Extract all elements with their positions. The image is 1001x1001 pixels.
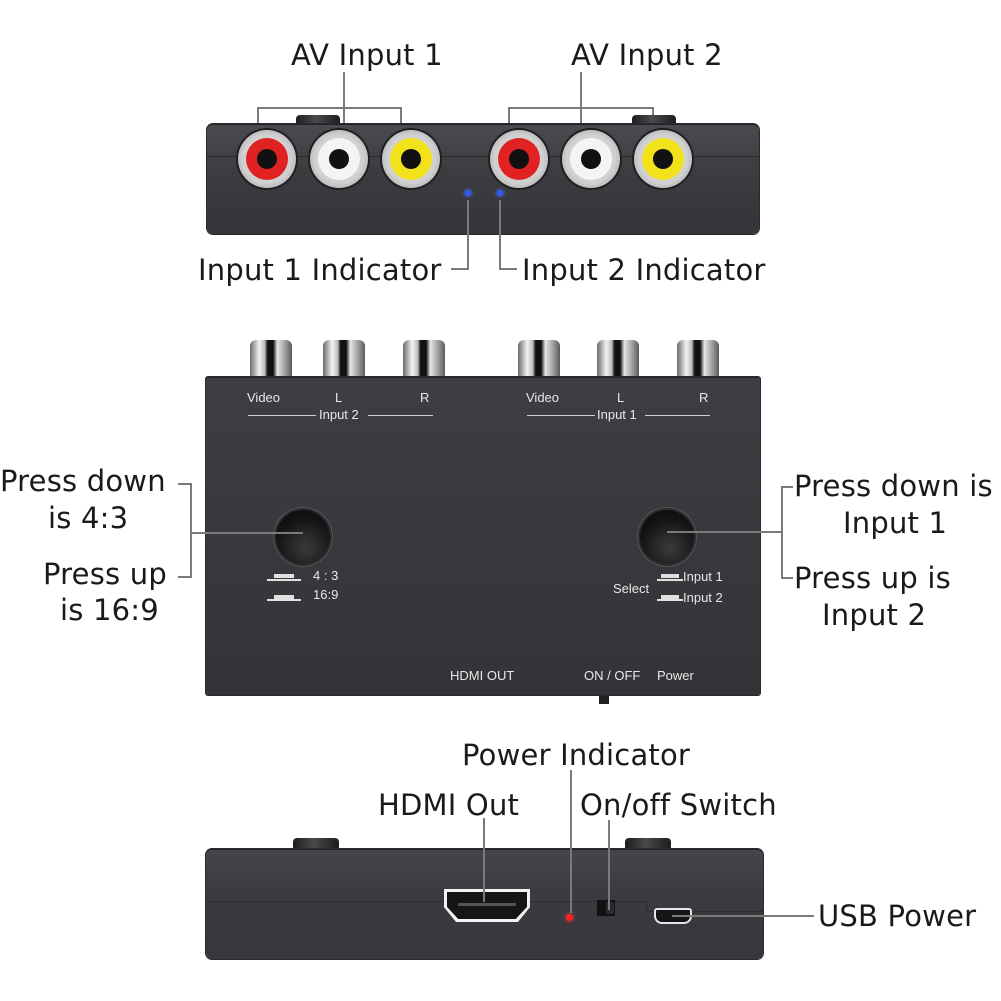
rca-plug [518,340,560,380]
callout-press-up-input-2-line1: Press up is [794,561,951,595]
label-input1-video: Video [526,390,560,405]
label-input2-l: L [335,390,343,405]
leader-line [781,577,793,579]
input-1-led [465,190,471,196]
leader-line [499,200,501,270]
leader-line [190,532,303,534]
callout-press-up-16-9-line1: Press up [43,557,167,591]
callout-press-down-4-3-line1: Press down [0,464,166,498]
callout-input-2-indicator: Input 2 Indicator [522,253,766,287]
callout-av-input-2: AV Input 2 [571,38,723,72]
body-seam [646,901,647,911]
switch-down-icon [267,594,301,602]
switch-down-icon [657,594,683,602]
leader-line [672,915,814,917]
top-knob [625,838,671,852]
top-knob [293,838,339,852]
input-2-led [497,190,503,196]
power-led [566,914,573,921]
callout-press-down-input-1-line2: Input 1 [843,506,948,540]
switch-nub [599,696,609,704]
leader-line [257,107,402,109]
rca-jack-red [238,130,296,188]
label-power: Power [657,668,694,683]
divider [645,415,710,416]
rca-plug [597,340,639,380]
callout-press-down-input-1-line1: Press down is [794,469,993,503]
body-seam [206,901,646,902]
rca-plug [677,340,719,380]
leader-line [499,268,517,270]
switch-up-icon [267,574,301,582]
rca-jack-red [490,130,548,188]
hdmi-pins [458,903,516,906]
leader-line [343,72,345,160]
leader-line [190,483,192,578]
label-on-off: ON / OFF [584,668,641,683]
callout-av-input-1: AV Input 1 [291,38,443,72]
callout-input-1-indicator: Input 1 Indicator [198,253,442,287]
leader-line [667,531,783,533]
legend-input-1: Input 1 [683,569,723,584]
rca-plug [250,340,292,380]
label-input1-l: L [617,390,625,405]
rca-jack-yellow [382,130,440,188]
callout-press-up-16-9-line2: is 16:9 [60,593,159,627]
rca-jack-white [310,130,368,188]
body-seam [646,911,763,912]
rca-plug [403,340,445,380]
leader-line [570,770,572,913]
callout-power-indicator: Power Indicator [462,738,691,772]
legend-input-2: Input 2 [683,590,723,605]
rca-plug [323,340,365,380]
leader-line [467,200,469,270]
callout-press-down-4-3-line2: is 4:3 [48,501,129,535]
aspect-ratio-button[interactable] [276,510,330,564]
divider [368,415,433,416]
rca-jack-yellow [634,130,692,188]
body-seam [207,156,759,157]
label-select: Select [613,581,650,596]
leader-line [781,486,783,579]
callout-hdmi-out: HDMI Out [378,788,520,822]
leader-line [781,486,793,488]
label-input1-r: R [699,390,709,405]
leader-line [483,818,485,902]
leader-line [451,268,469,270]
leader-line [608,820,610,910]
legend-16-9: 16:9 [313,587,339,602]
leader-line [580,72,582,160]
callout-press-up-input-2-line2: Input 2 [822,598,927,632]
rca-jack-white [562,130,620,188]
leader-line [178,576,192,578]
label-input2-video: Video [247,390,281,405]
label-input2-r: R [420,390,430,405]
divider [527,415,595,416]
label-input1-group: Input 1 [597,407,637,422]
label-hdmi-out: HDMI OUT [450,668,515,683]
callout-usb-power: USB Power [818,899,977,933]
legend-4-3: 4 : 3 [313,568,339,583]
switch-up-icon [657,574,683,582]
callout-on-off-switch: On/off Switch [580,788,777,822]
leader-line [508,107,654,109]
input-select-button[interactable] [640,510,694,564]
switch-slider [606,902,614,914]
leader-line [178,483,192,485]
divider [248,415,316,416]
label-input2-group: Input 2 [319,407,359,422]
